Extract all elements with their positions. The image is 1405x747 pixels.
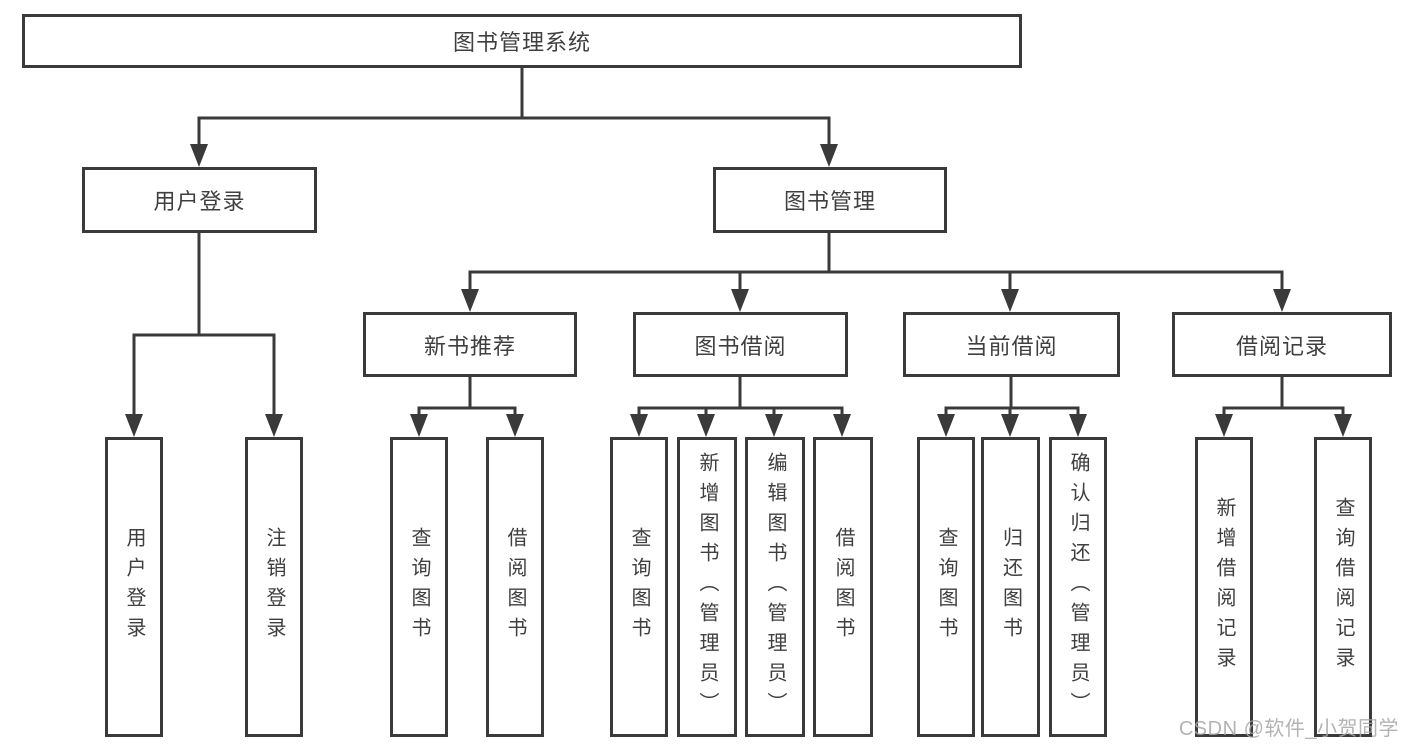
node-book-management: 图书管理 [713,167,947,233]
node-current-borrowing: 当前借阅 [903,312,1120,377]
arrowheads [125,144,1352,437]
node-book-borrowing: 图书借阅 [633,312,848,377]
node-user-login: 用户登录 [82,167,317,233]
node-borrowing-query-books: 查询图书 [610,437,668,737]
node-borrowing-add-books-admin: 新增图书（管理员） [677,437,737,737]
node-records-add-borrow-record: 新增借阅记录 [1195,437,1253,737]
node-new-book-recommend: 新书推荐 [363,312,577,377]
node-borrowing-edit-books-admin: 编辑图书（管理员） [745,437,805,737]
node-current-confirm-return-admin: 确认归还（管理员） [1049,437,1107,737]
node-recommend-query-books: 查询图书 [390,437,448,737]
node-recommend-borrow-books: 借阅图书 [486,437,544,737]
node-current-return-books: 归还图书 [981,437,1040,737]
node-records-query-borrow-record: 查询借阅记录 [1314,437,1372,737]
watermark: CSDN @软件_小贺同学 [1178,718,1399,740]
node-library-system: 图书管理系统 [22,14,1022,68]
node-current-query-books: 查询图书 [917,437,975,737]
node-borrowing-records: 借阅记录 [1172,312,1392,377]
node-borrowing-borrow-books: 借阅图书 [813,437,873,737]
node-user-login-leaf: 用户登录 [105,437,163,737]
node-logout-leaf: 注销登录 [245,437,303,737]
